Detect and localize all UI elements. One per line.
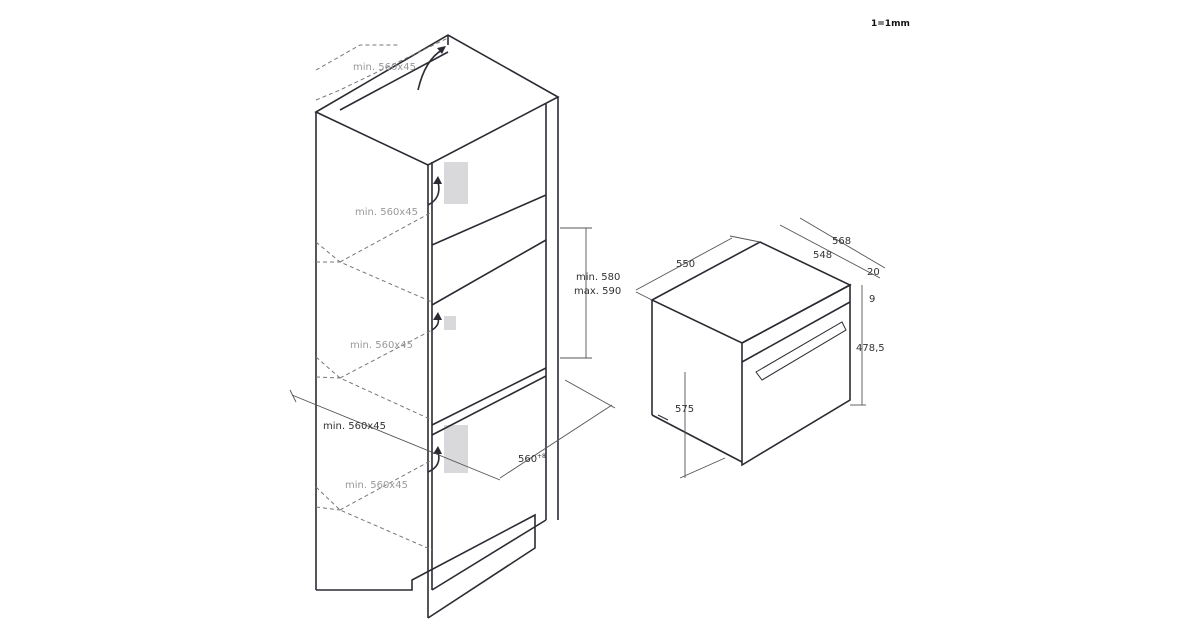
cabinet-drawing [289,34,616,619]
label-oven-height: 575 [675,404,694,415]
label-niche-depth: 560 [518,454,537,465]
label-cutout-width: min. 560x45 [323,421,386,432]
label-top-gap: 9 [869,294,875,305]
label-oven-width-body: 548 [813,250,832,261]
vent-panel [444,316,456,330]
label-niche-height-min: min. 580 [576,272,620,283]
label-vent-middle: min. 560x45 [350,340,413,351]
oven-drawing [635,217,886,479]
scale-note: 1=1mm [871,19,910,29]
label-niche-depth-tol: +8 [537,453,546,460]
label-vent-top: min. 560x45 [353,62,416,73]
label-vent-bottom: min. 560x45 [345,480,408,491]
label-front-thickness: 20 [867,267,880,278]
vent-panel [444,162,468,204]
label-vent-upper: min. 560x45 [355,207,418,218]
label-oven-depth: 550 [676,259,695,270]
label-door-height: 478,5 [856,343,885,354]
label-oven-width-outer: 568 [832,236,851,247]
label-niche-height-max: max. 590 [574,286,621,297]
